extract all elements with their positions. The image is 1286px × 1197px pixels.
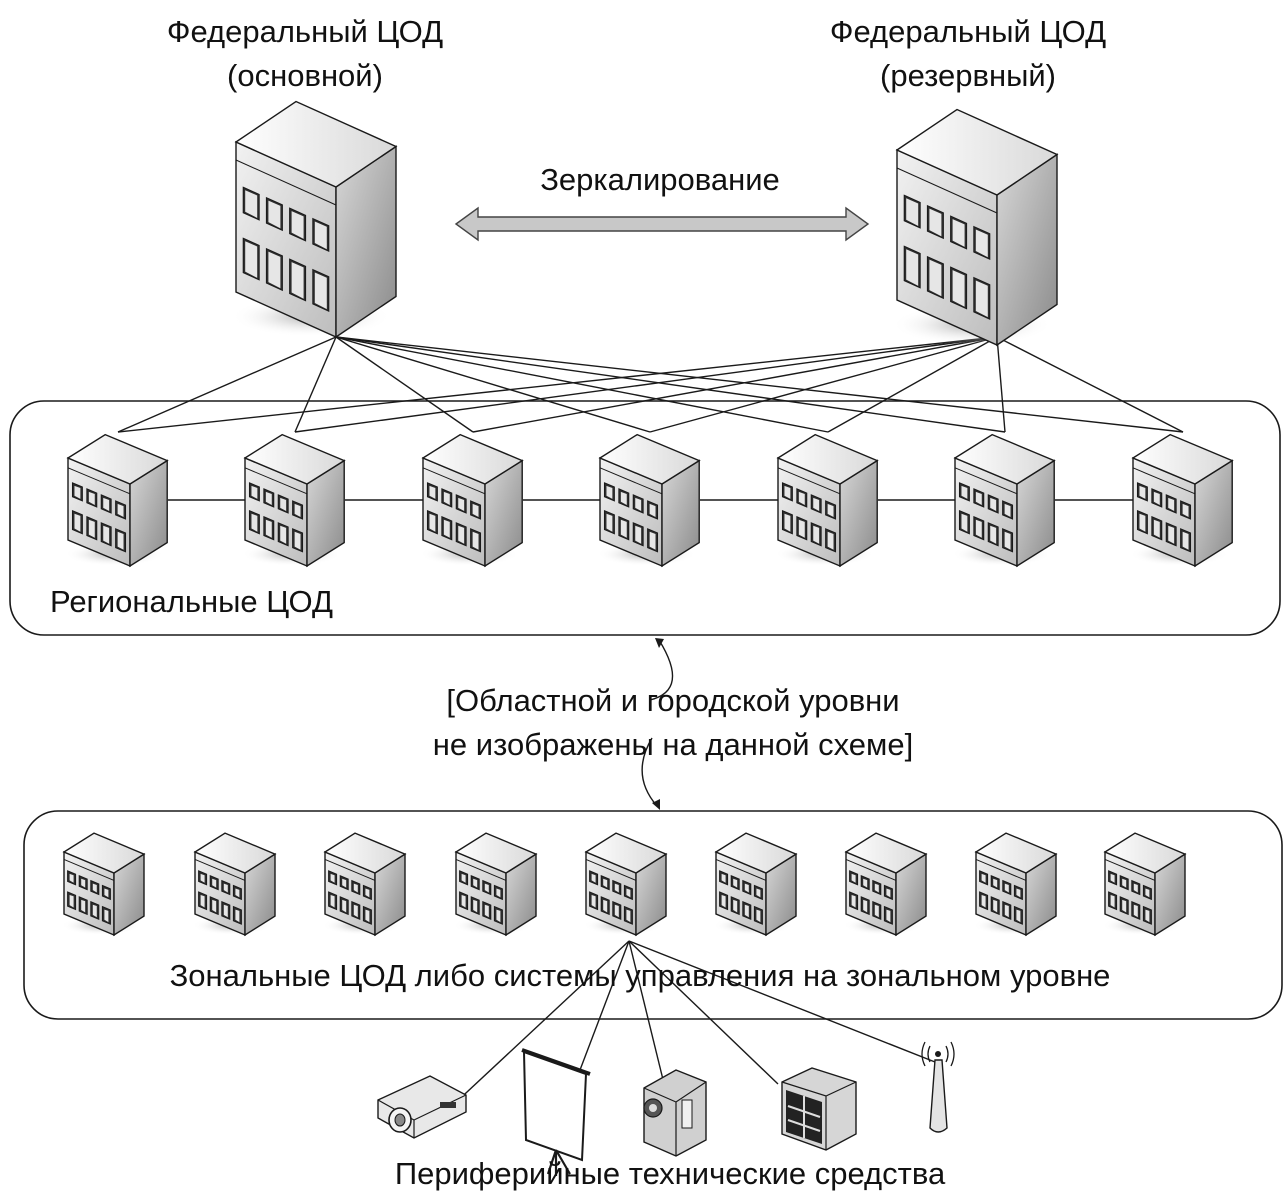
federal-primary-title: Федеральный ЦОД xyxy=(166,14,444,49)
wireless-antenna-icon xyxy=(921,1041,955,1133)
federal-reserve-subtitle: (резервный) xyxy=(880,58,1056,93)
zonal-building xyxy=(843,832,928,937)
federal-reserve-title: Федеральный ЦОД xyxy=(829,14,1107,49)
mirroring-label: Зеркалирование xyxy=(540,162,780,197)
zonal-container xyxy=(23,810,1283,1020)
zonal-building xyxy=(61,832,146,937)
link-arrow-down xyxy=(641,737,658,807)
regional-building xyxy=(1129,433,1234,568)
mirroring-arrow xyxy=(454,206,870,242)
server-cabinet-icon xyxy=(781,1067,857,1151)
connection-lines xyxy=(117,336,1184,1121)
zonal-building xyxy=(322,832,407,937)
projector-icon xyxy=(377,1075,467,1139)
zonal-building xyxy=(192,832,277,937)
note-line-1: [Областной и городской уровни xyxy=(446,683,900,718)
video-camera-icon xyxy=(643,1069,707,1157)
zonal-building xyxy=(453,832,538,937)
regional-building xyxy=(774,433,879,568)
zonal-building xyxy=(583,832,668,937)
federal-primary-building xyxy=(231,100,398,339)
zonal-label: Зональные ЦОД либо системы управления на… xyxy=(169,958,1111,993)
regional-building xyxy=(64,433,169,568)
federal-reserve-building xyxy=(892,108,1059,347)
zonal-building xyxy=(713,832,798,937)
regional-building xyxy=(241,433,346,568)
projection-screen-icon xyxy=(521,1048,591,1176)
regional-container xyxy=(9,400,1281,636)
peripheral-label: Периферийные технические средства xyxy=(394,1156,946,1191)
note-line-2: не изображены на данной схеме] xyxy=(432,727,914,762)
zonal-building xyxy=(973,832,1058,937)
link-arrow-up xyxy=(649,639,674,701)
regional-label: Региональные ЦОД xyxy=(50,584,333,619)
regional-building xyxy=(596,433,701,568)
regional-building xyxy=(419,433,524,568)
regional-building xyxy=(951,433,1056,568)
zonal-building xyxy=(1102,832,1187,937)
federal-primary-subtitle: (основной) xyxy=(227,58,383,93)
